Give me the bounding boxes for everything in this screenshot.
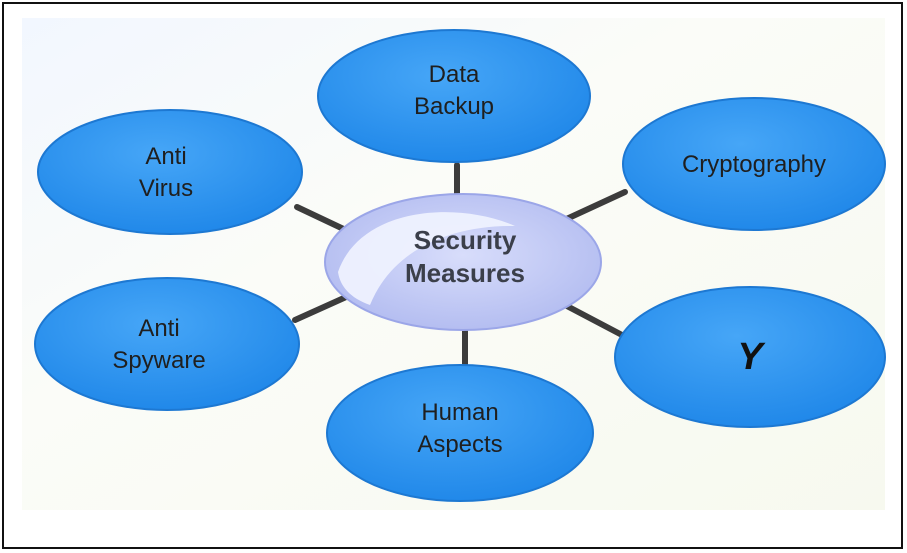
node-anti-spyware-line1: Anti [138,315,179,342]
node-cryptography: Cryptography [622,97,886,231]
node-human-aspects-line1: Human [421,399,498,426]
node-data-backup-line2: Backup [414,93,494,120]
node-data-backup-line1: Data [429,61,480,88]
center-label-line1: Security [414,225,517,255]
center-node: Security Measures [324,193,602,331]
node-anti-spyware-line2: Spyware [112,347,205,374]
node-anti-virus-line2: Virus [139,175,193,202]
node-human-aspects: Human Aspects [326,364,594,502]
node-anti-virus: Anti Virus [37,109,303,235]
node-anti-virus-line1: Anti [145,143,186,170]
center-label-line2: Measures [405,258,525,288]
node-data-backup: Data Backup [317,29,591,163]
connector-cryptography [557,189,628,225]
node-y-line1: Y [737,336,766,378]
connector-y-node [562,302,625,338]
node-human-aspects-line2: Aspects [417,431,502,458]
node-anti-spyware: Anti Spyware [34,277,300,411]
node-y: Y [614,286,886,428]
node-cryptography-line1: Cryptography [682,151,826,178]
